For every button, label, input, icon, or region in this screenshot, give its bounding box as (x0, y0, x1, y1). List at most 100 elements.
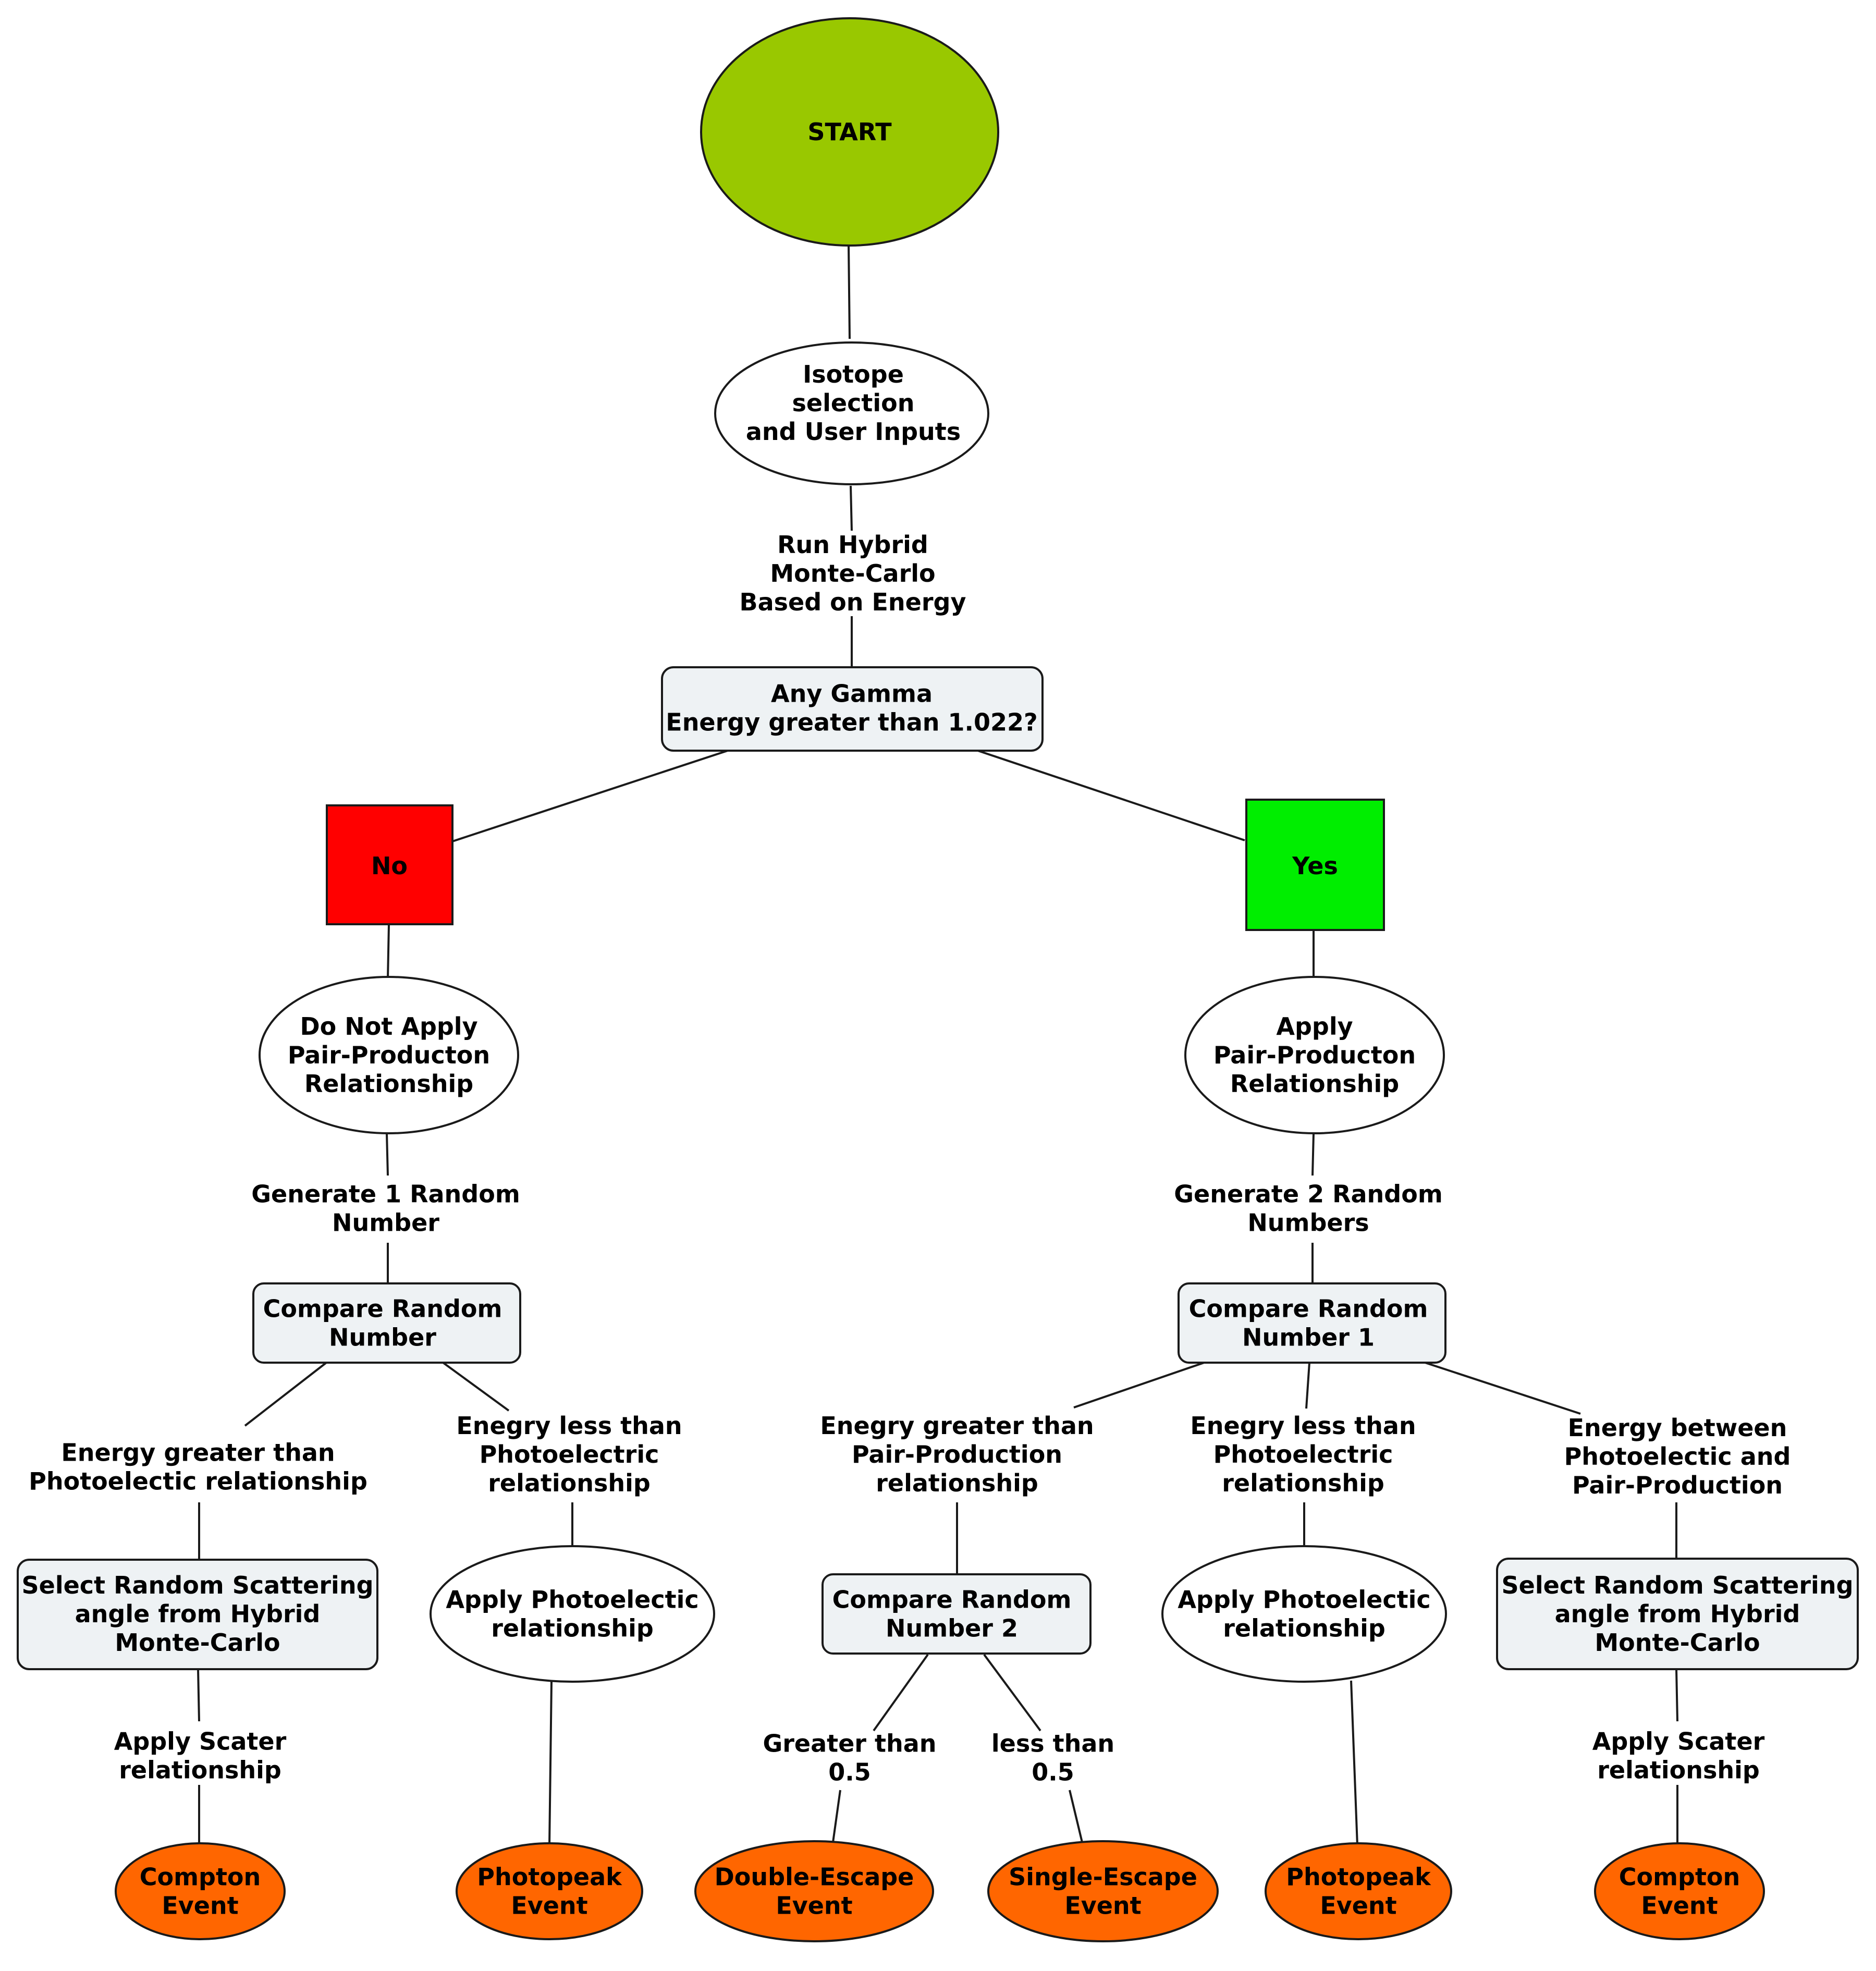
label-line: Pair-Producton (1213, 1041, 1416, 1069)
yes-label: Yes (1292, 852, 1338, 880)
compton-right-node (1594, 1842, 1765, 1940)
label-line: Compare Random (832, 1586, 1072, 1614)
label-line: Apply (1276, 1012, 1353, 1040)
connectors (197, 243, 1678, 1846)
label-line: Monte-Carlo (115, 1629, 280, 1657)
label-line: Number 2 (886, 1614, 1018, 1643)
label-line: Number 1 (1242, 1324, 1375, 1352)
label-line: Yes (1292, 852, 1338, 880)
connector (244, 1362, 327, 1427)
label-line: Compton (1619, 1863, 1740, 1891)
connector (832, 1790, 841, 1843)
photopeak-right-node (1265, 1842, 1452, 1940)
connector (1069, 1790, 1083, 1843)
label-line: Generate 2 Random (1174, 1180, 1443, 1208)
label-line: Pair-Production (1572, 1471, 1783, 1499)
label-line: Apply Scater (1592, 1728, 1765, 1756)
label-line: Energy between (1568, 1414, 1787, 1442)
label-line: Photopeak (1286, 1863, 1431, 1891)
label-line: Photoelectric (1213, 1440, 1393, 1468)
shapes (17, 17, 1859, 1942)
label-line: 0.5 (1032, 1758, 1074, 1786)
yes-node (1245, 799, 1385, 931)
connector (983, 1654, 1041, 1732)
single-escape-node (987, 1840, 1219, 1942)
connector (386, 1133, 389, 1176)
connector (1350, 1680, 1358, 1846)
label-line: and User Inputs (746, 418, 961, 446)
no-node (326, 804, 453, 925)
label-line: No (371, 852, 408, 880)
label-line: Compton (140, 1863, 261, 1891)
connector (1305, 1362, 1310, 1409)
label-line: Run Hybrid (777, 531, 928, 559)
label-line: Energy greater than (61, 1439, 335, 1467)
label-line: Number (329, 1324, 436, 1352)
label-line: Event (162, 1892, 238, 1920)
double-escape-node (694, 1840, 934, 1942)
connector (442, 1362, 510, 1412)
label-line: relationship (876, 1469, 1038, 1497)
label-line: Photoelectic relationship (29, 1467, 367, 1496)
label-line: Numbers (1247, 1209, 1369, 1237)
label-line: Photoelectic and (1564, 1442, 1791, 1471)
label-line: Do Not Apply (300, 1012, 477, 1040)
any-gamma-node (661, 666, 1044, 752)
label-line: Event (511, 1892, 587, 1920)
label-line: Greater than (763, 1730, 936, 1758)
label-line: Enegry less than (1190, 1412, 1416, 1440)
label-line: relationship (1597, 1756, 1760, 1784)
connector (1425, 1362, 1581, 1415)
label-line: Relationship (304, 1070, 473, 1098)
label-line: relationship (119, 1756, 281, 1784)
apply-pair-node (1184, 976, 1445, 1134)
connector (977, 750, 1245, 841)
label-line: selection (792, 389, 915, 417)
label-line: Number (332, 1209, 439, 1237)
label-line: angle from Hybrid (1555, 1600, 1800, 1628)
label-line: Enegry less than (456, 1412, 682, 1440)
connector (1675, 1669, 1678, 1722)
label-line: Event (1641, 1892, 1718, 1920)
connector (1073, 1362, 1205, 1409)
connector (452, 750, 728, 842)
label-line: Pair-Production (852, 1440, 1062, 1468)
label-line: Apply Photoelectic (446, 1586, 698, 1614)
compare-left-node (252, 1282, 521, 1364)
start-node (700, 17, 999, 247)
label-line: Photopeak (477, 1863, 622, 1891)
label-line: Relationship (1230, 1070, 1399, 1098)
label-line: angle from Hybrid (75, 1600, 321, 1628)
label-line: Based on Energy (740, 588, 966, 616)
do-not-apply-node (259, 976, 519, 1134)
label-line: Enegry greater than (820, 1412, 1094, 1440)
label-line: relationship (1222, 1469, 1384, 1497)
connector (548, 1681, 553, 1846)
